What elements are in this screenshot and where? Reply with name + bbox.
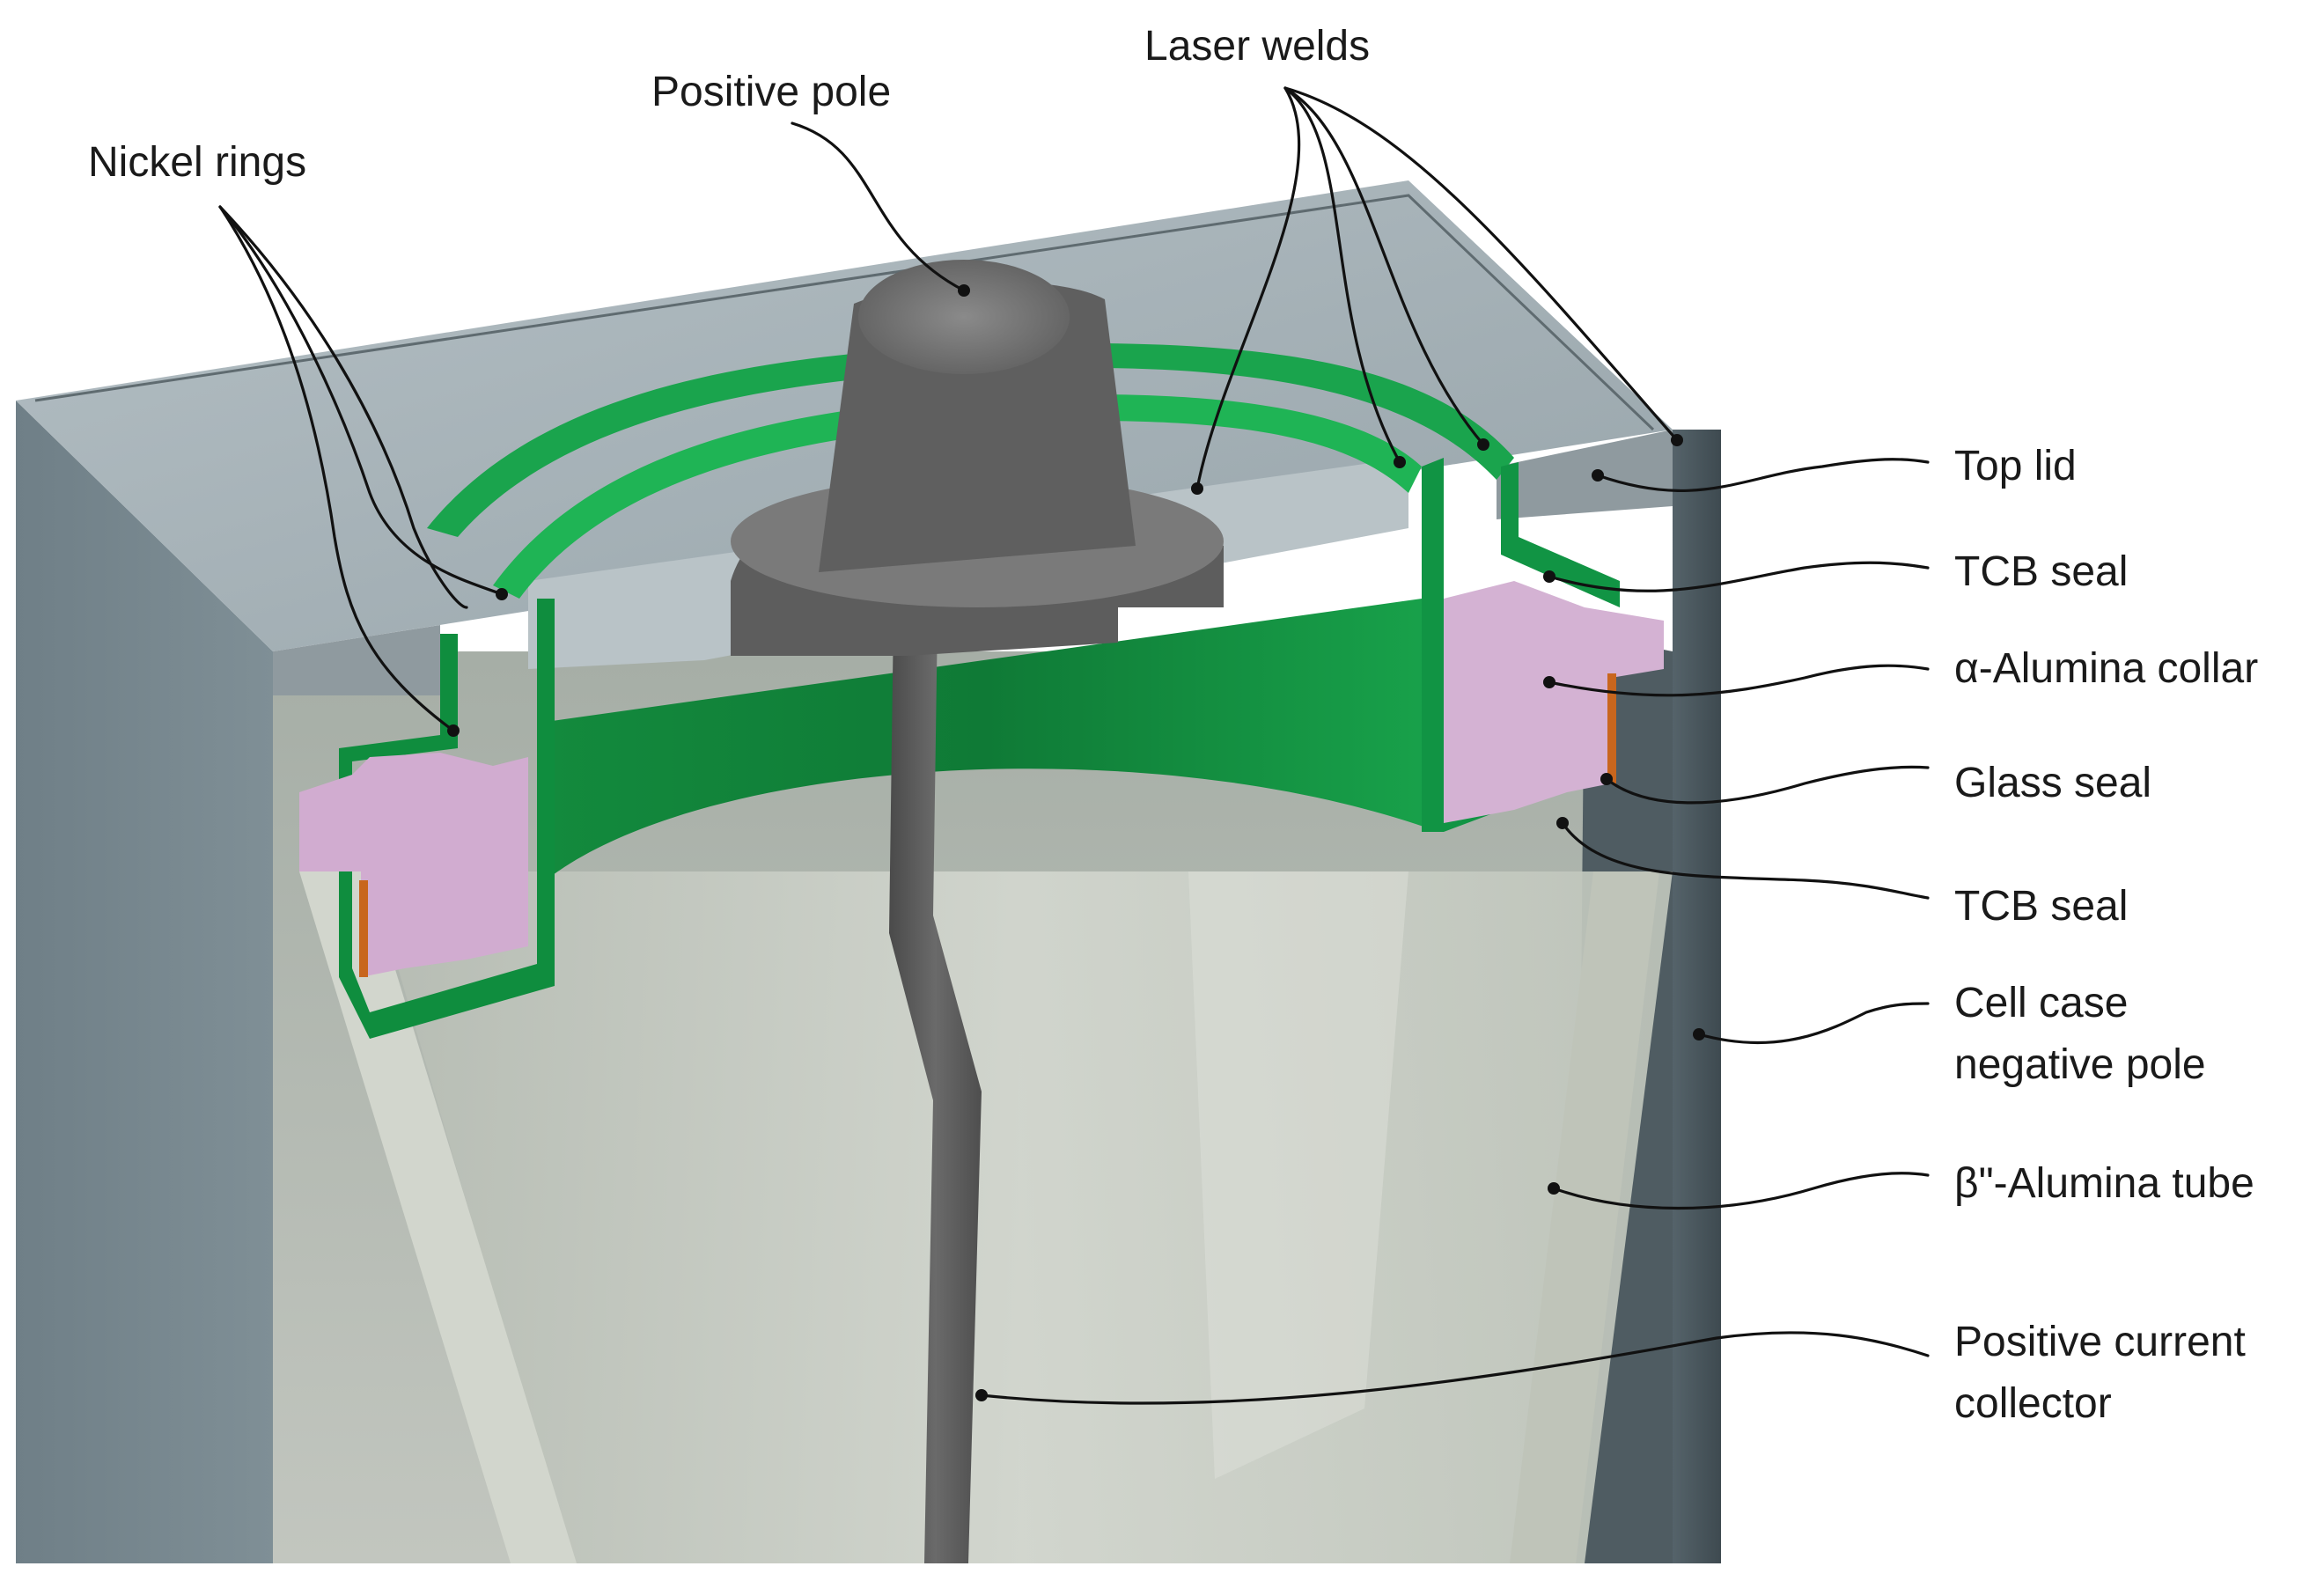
leader-nickel-rings-1 xyxy=(218,205,504,596)
leader-lines xyxy=(218,86,1930,1405)
leader-alpha-collar xyxy=(1548,664,1930,697)
beta-tube-highlight xyxy=(1188,871,1408,1479)
top-lid-edge xyxy=(34,194,1655,431)
top-lid-section-right xyxy=(1497,430,1673,519)
leader-tcb-seal-lower xyxy=(1561,821,1930,900)
nickel-rings xyxy=(339,343,1620,1039)
dot-tcb-seal-upper xyxy=(1543,570,1555,583)
beta-tube-body xyxy=(370,871,1673,1563)
dot-cell-case xyxy=(1693,1028,1705,1041)
beta-tube-right-wall xyxy=(1510,871,1659,1563)
leader-cell-case xyxy=(1697,1002,1930,1045)
dot-tcb-seal-lower xyxy=(1556,817,1569,829)
top-lid-section-left xyxy=(273,625,440,695)
leader-beta-tube xyxy=(1552,1172,1930,1210)
nickel-cup-inner xyxy=(546,599,1426,880)
nickel-ring-band-inner xyxy=(493,394,1422,599)
dot-glass-seal xyxy=(1600,773,1613,785)
cell-case-side-face xyxy=(1673,430,1721,1563)
leader-laser-welds-2 xyxy=(1283,86,1401,464)
dot-laser-weld-2 xyxy=(1394,456,1406,468)
leader-nickel-rings-2 xyxy=(218,205,455,732)
dot-laser-weld-3 xyxy=(1477,438,1489,451)
positive-pole xyxy=(731,260,1224,1563)
alpha-alumina-collar xyxy=(299,581,1664,977)
label-current-collector-line2: collector xyxy=(1954,1380,2112,1427)
beta-alumina-tube xyxy=(299,871,1673,1563)
dot-laser-weld-4 xyxy=(1671,434,1683,446)
glass-seal-right xyxy=(1607,673,1616,783)
glass-seal-left xyxy=(359,880,368,977)
labels: Nickel rings Positive pole Laser welds T… xyxy=(88,23,2258,1427)
leader-laser-welds-1 xyxy=(1195,86,1301,490)
leader-laser-welds-4 xyxy=(1283,86,1679,442)
nickel-ring-left-section xyxy=(339,599,555,1039)
current-collector-rod xyxy=(889,616,982,1563)
collar-left-section xyxy=(299,753,528,977)
nickel-ring-band xyxy=(427,343,1514,537)
dot-alpha-collar xyxy=(1543,676,1555,688)
nickel-ring-right-section xyxy=(1422,458,1558,832)
leader-dots xyxy=(447,284,1705,1401)
dot-positive-pole xyxy=(958,284,970,297)
dot-beta-tube xyxy=(1548,1182,1560,1195)
label-nickel-rings: Nickel rings xyxy=(88,139,306,186)
leader-tcb-seal-upper xyxy=(1548,561,1930,592)
label-cell-case-line2: negative pole xyxy=(1954,1041,2206,1088)
cell-case-front-wall xyxy=(16,401,273,1563)
label-top-lid: Top lid xyxy=(1954,443,2077,489)
label-alpha-alumina-collar: α-Alumina collar xyxy=(1954,645,2258,692)
beta-tube-left-wall xyxy=(299,871,577,1563)
positive-pole-dish xyxy=(858,260,1070,374)
leader-top-lid xyxy=(1596,458,1930,492)
label-current-collector-line1: Positive current xyxy=(1954,1319,2246,1365)
leader-positive-pole xyxy=(791,121,966,292)
dot-laser-weld-1 xyxy=(1191,482,1203,495)
dot-nickel-ring-1 xyxy=(496,588,508,600)
nickel-ring-right-top xyxy=(1501,462,1620,607)
label-laser-welds: Laser welds xyxy=(1144,23,1370,70)
dot-top-lid xyxy=(1592,469,1604,482)
leader-laser-welds-3 xyxy=(1283,86,1485,446)
dot-nickel-ring-2 xyxy=(447,724,460,737)
dot-current-collector xyxy=(975,1389,988,1401)
label-cell-case-line1: Cell case xyxy=(1954,980,2128,1026)
leader-nickel-rings-3 xyxy=(218,205,468,609)
label-glass-seal: Glass seal xyxy=(1954,760,2151,806)
label-positive-pole: Positive pole xyxy=(651,69,891,115)
label-beta-alumina-tube: β"-Alumina tube xyxy=(1954,1160,2254,1207)
leader-current-collector xyxy=(980,1331,1930,1405)
leader-glass-seal xyxy=(1605,765,1930,805)
label-tcb-seal-lower: TCB seal xyxy=(1954,883,2128,930)
label-tcb-seal-upper: TCB seal xyxy=(1954,548,2128,595)
